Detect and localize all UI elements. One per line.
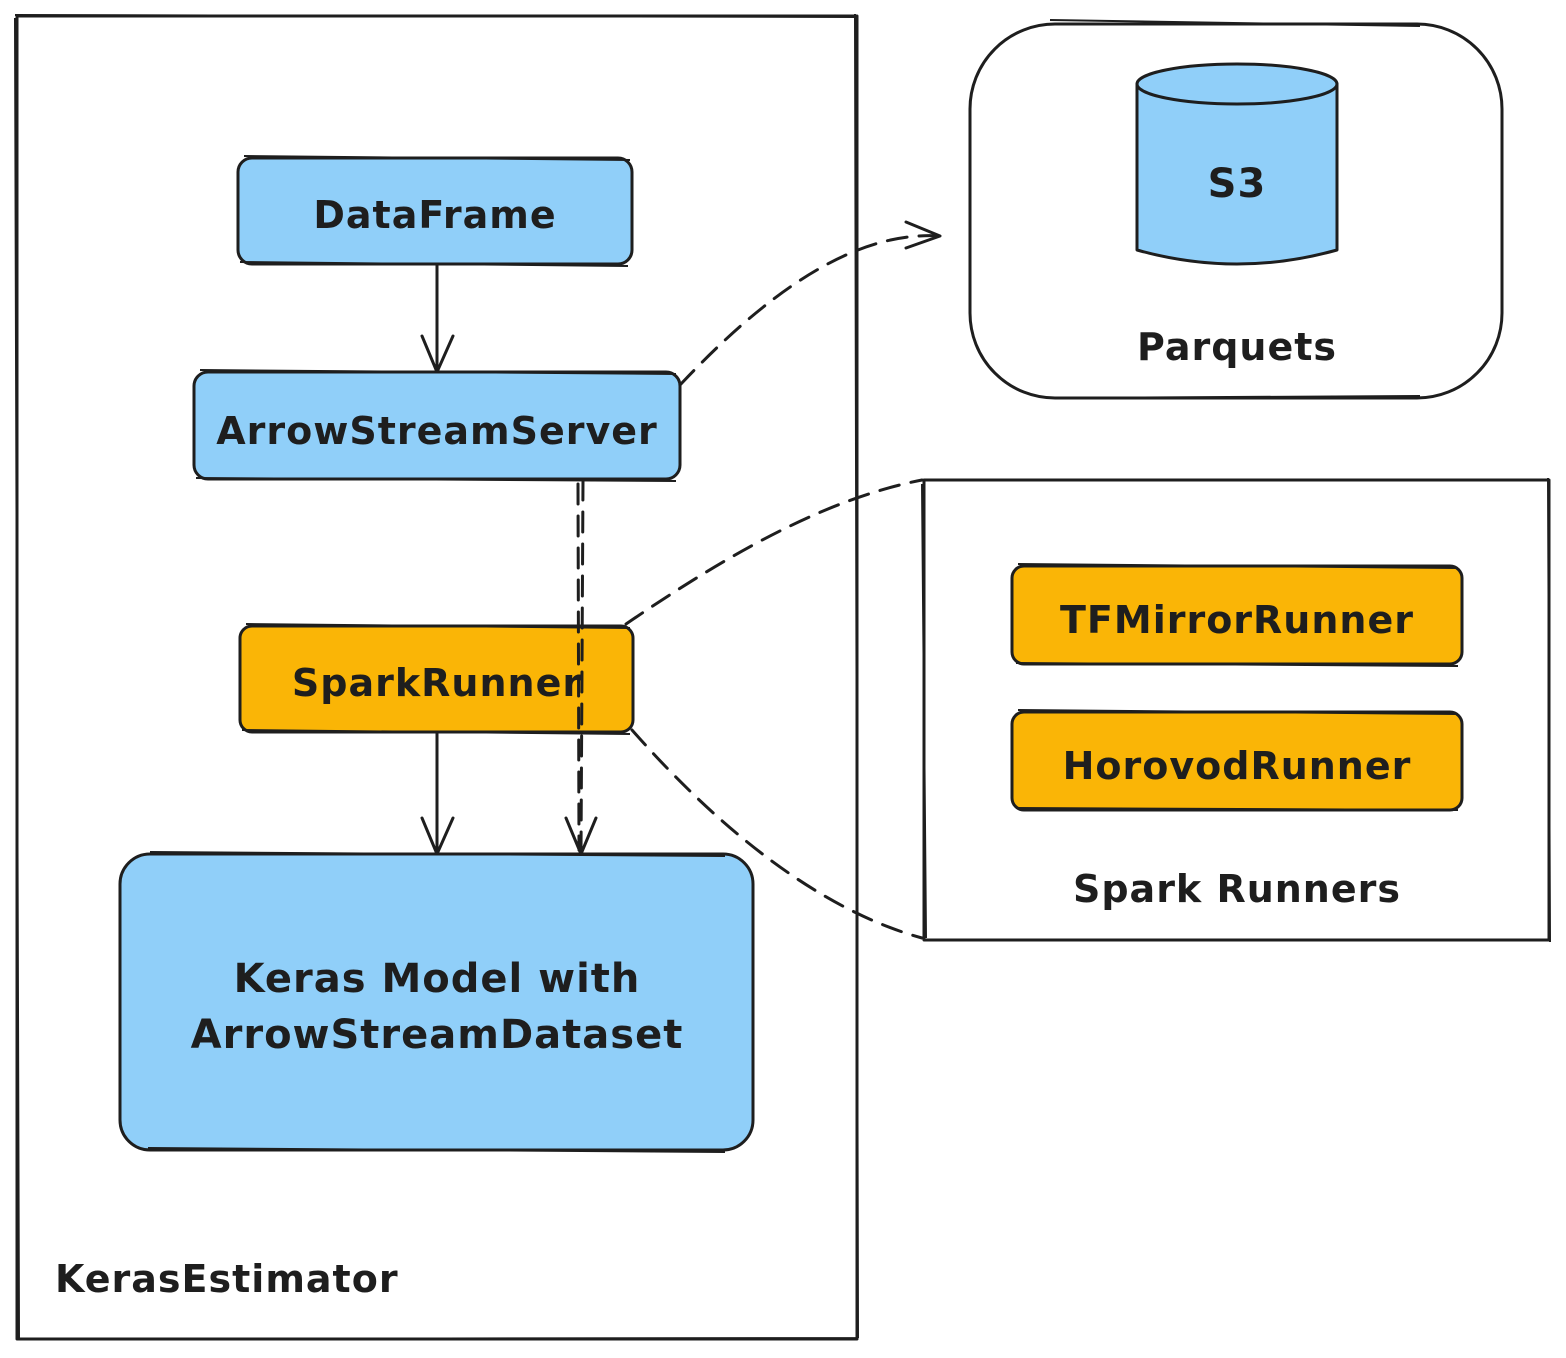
arrow-stream-server-label: ArrowStreamServer [216,409,658,453]
keras-estimator-container: KerasEstimator [14,13,859,1341]
s3-cylinder-icon[interactable]: S3 [1135,62,1339,266]
spark-runner-label: SparkRunner [292,661,582,705]
s3-label: S3 [1208,161,1267,207]
keras-model-label-line1: Keras Model with [234,956,641,1002]
spark-runners-label: Spark Runners [1073,867,1401,911]
dashed-runner-to-spark-runners [624,478,924,940]
parquets-container: Parquets [968,19,1504,400]
keras-estimator-label: KerasEstimator [55,1257,399,1301]
tf-mirror-runner-label: TFMirrorRunner [1060,598,1414,642]
spark-runners-container: Spark Runners [921,477,1551,943]
spark-runner-node[interactable]: SparkRunner [238,623,635,735]
dashed-arrow-server-to-s3 [678,220,942,387]
keras-model-node[interactable]: Keras Model with ArrowStreamDataset [118,851,755,1153]
dataframe-node[interactable]: DataFrame [236,155,634,267]
arrow-dataframe-to-server [420,262,455,374]
arrow-stream-server-node[interactable]: ArrowStreamServer [192,369,682,482]
keras-model-label-line2: ArrowStreamDataset [191,1012,684,1058]
horovod-runner-node[interactable]: HorovodRunner [1010,709,1464,812]
tf-mirror-runner-node[interactable]: TFMirrorRunner [1010,563,1464,667]
dataframe-label: DataFrame [313,193,556,237]
parquets-label: Parquets [1137,325,1337,369]
horovod-runner-label: HorovodRunner [1063,744,1412,788]
arrow-runner-to-model [420,731,455,856]
